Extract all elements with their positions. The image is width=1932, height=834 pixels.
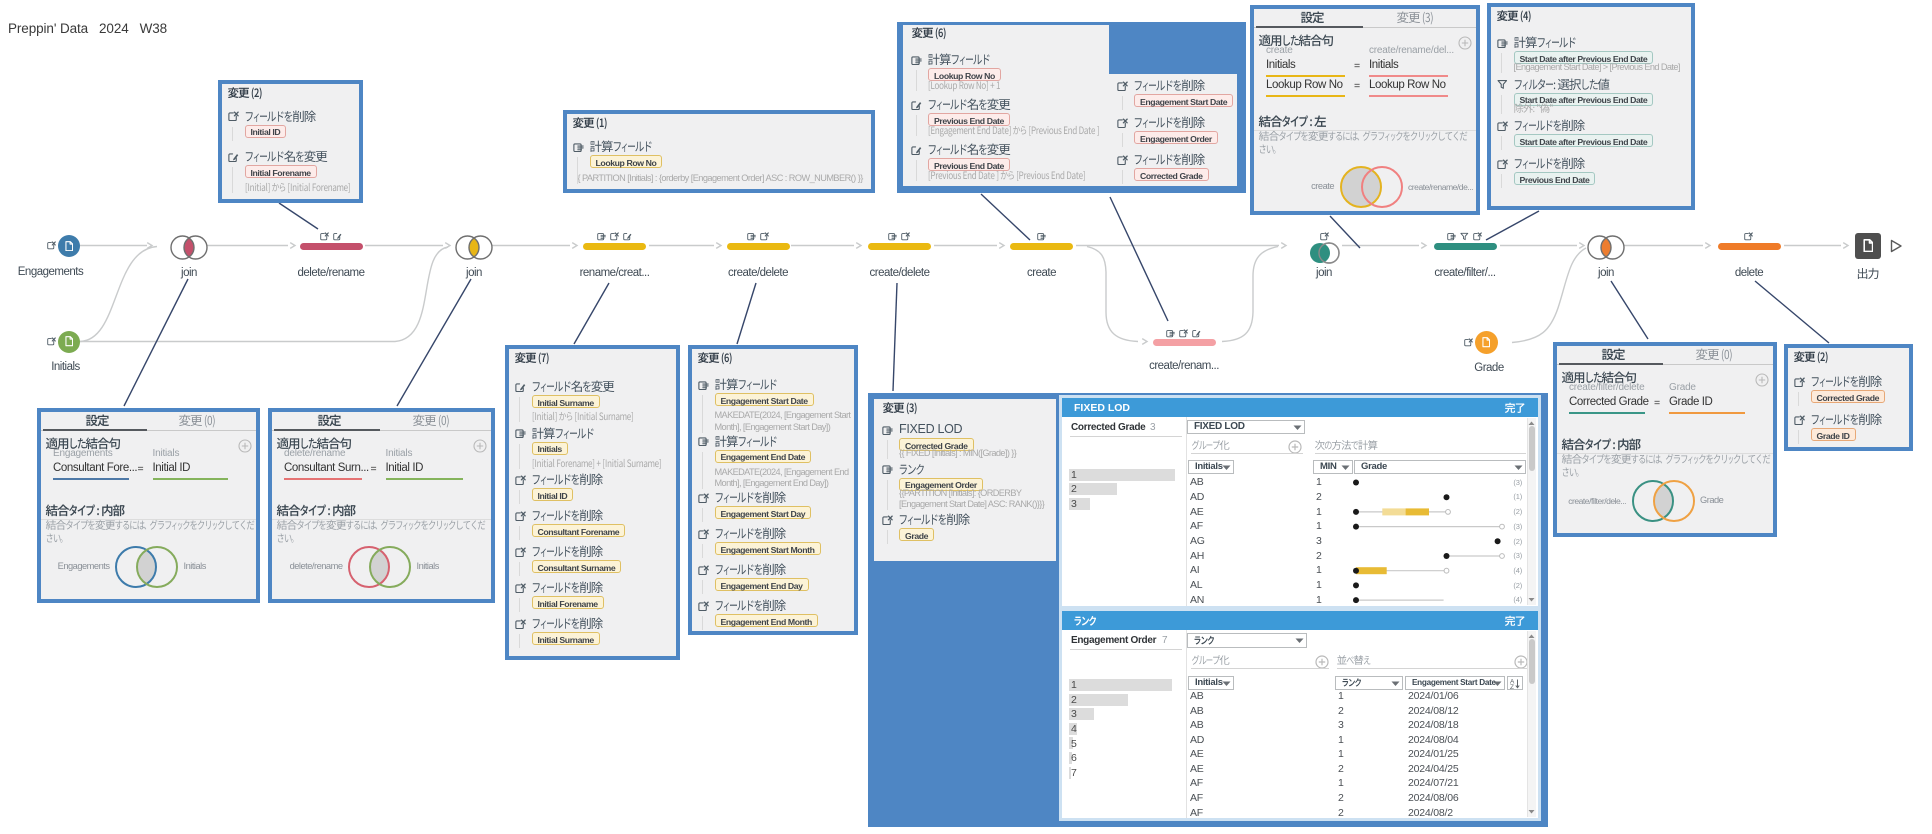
svg-text:A: A (1510, 678, 1515, 685)
svg-text:Z: Z (1510, 684, 1514, 689)
